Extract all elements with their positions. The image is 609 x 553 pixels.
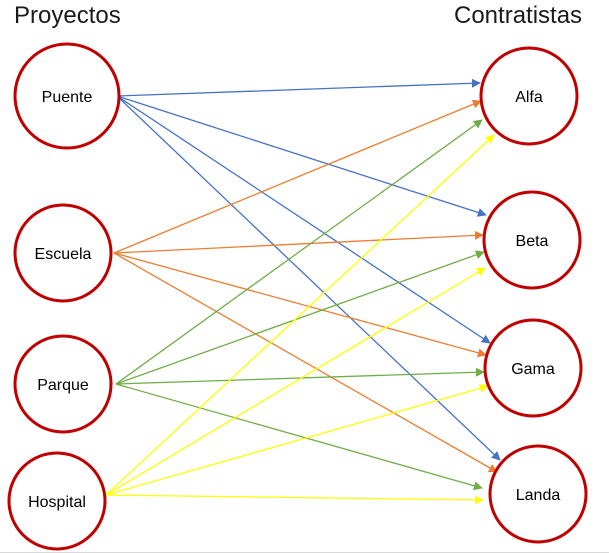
edges-layer <box>105 78 501 505</box>
contractor-node-circle <box>482 190 582 290</box>
edge-puente-to-alfa <box>116 78 481 97</box>
edge-puente-to-gama <box>116 95 491 344</box>
edge-parque-to-alfa <box>115 119 483 385</box>
edge-escuela-to-gama <box>113 252 487 358</box>
project-node-label: Puente <box>42 89 93 106</box>
contractor-node-label: Beta <box>516 233 549 250</box>
edge-hospital-to-landa <box>105 494 484 505</box>
project-node-escuela: Escuela <box>13 203 113 303</box>
edge-parque-to-beta <box>115 250 485 385</box>
contractor-node-label: Landa <box>516 487 561 504</box>
edge-puente-to-beta <box>116 95 487 217</box>
edge-hospital-to-alfa <box>105 134 495 496</box>
edge-parque-to-gama <box>115 367 485 385</box>
edge-hospital-to-beta <box>105 267 486 496</box>
contractors-heading: Contratistas <box>454 2 583 29</box>
projects-heading: Proyectos <box>14 2 121 29</box>
contractor-node-landa: Landa <box>488 444 588 544</box>
contractor-node-label: Gama <box>511 361 555 378</box>
project-node-label: Hospital <box>28 494 86 511</box>
project-node-circle <box>13 334 113 434</box>
project-node-circle <box>13 42 121 150</box>
project-node-parque: Parque <box>13 334 113 434</box>
edge-hospital-to-gama <box>105 383 489 496</box>
project-node-circle <box>7 451 107 551</box>
edge-puente-to-landa <box>116 95 501 461</box>
project-node-label: Escuela <box>35 246 92 263</box>
edge-parque-to-landa <box>115 383 483 491</box>
edge-escuela-to-landa <box>113 252 498 473</box>
project-node-puente: Puente <box>13 42 121 150</box>
edge-escuela-to-alfa <box>113 99 482 254</box>
contractor-node-label: Alfa <box>515 89 543 106</box>
project-node-label: Parque <box>37 377 89 394</box>
contractor-node-circle <box>488 444 588 544</box>
contractor-node-beta: Beta <box>482 190 582 290</box>
contractor-node-circle <box>483 318 583 418</box>
contractor-node-alfa: Alfa <box>479 46 579 146</box>
contractor-node-circle <box>479 46 579 146</box>
edge-escuela-to-beta <box>113 230 484 254</box>
project-node-circle <box>13 203 113 303</box>
project-node-hospital: Hospital <box>7 451 107 551</box>
contractor-node-gama: Gama <box>483 318 583 418</box>
